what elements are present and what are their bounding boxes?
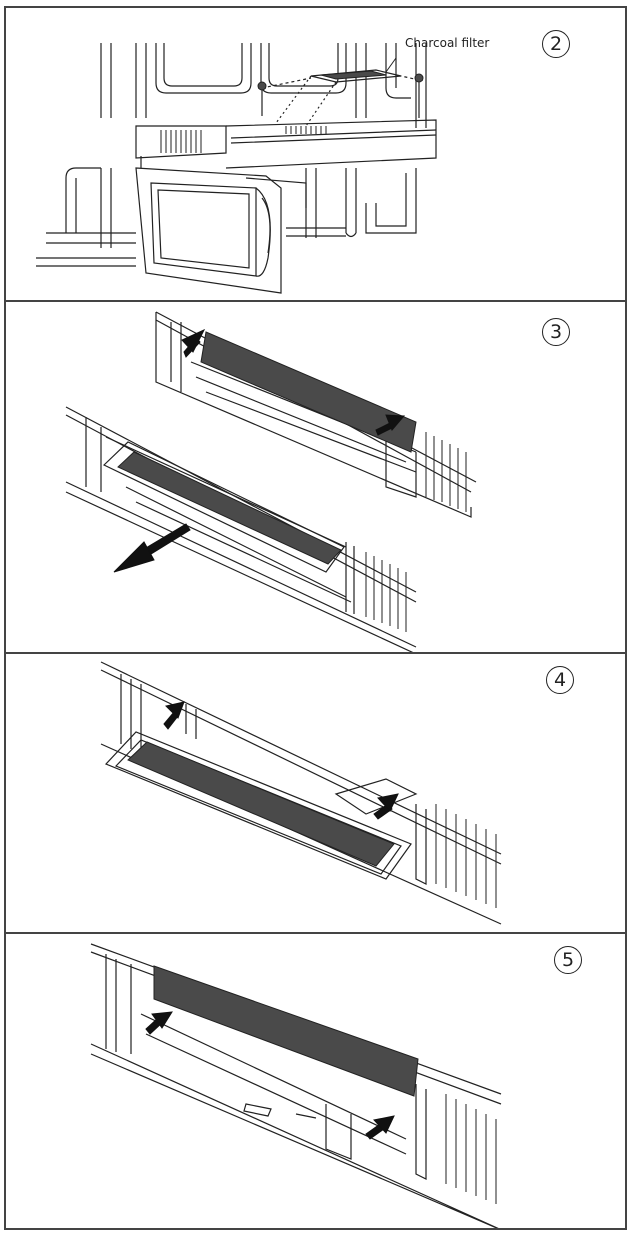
step-5-number: 5 — [554, 946, 582, 974]
charcoal-filter-label: Charcoal filter — [405, 36, 490, 50]
step-3-number: 3 — [542, 318, 570, 346]
step-4-panel: 4 — [4, 652, 627, 934]
step-3-illustration — [65, 311, 477, 652]
step-5-panel: 5 — [4, 932, 627, 1230]
step-5-illustration — [90, 943, 502, 1228]
step-2-illustration — [36, 43, 437, 294]
step-2-panel: Charcoal filter 2 — [4, 6, 627, 302]
step-4-number: 4 — [546, 666, 574, 694]
step-2-number: 2 — [542, 30, 570, 58]
step-3-panel: 3 — [4, 300, 627, 654]
step-4-illustration — [100, 661, 502, 925]
